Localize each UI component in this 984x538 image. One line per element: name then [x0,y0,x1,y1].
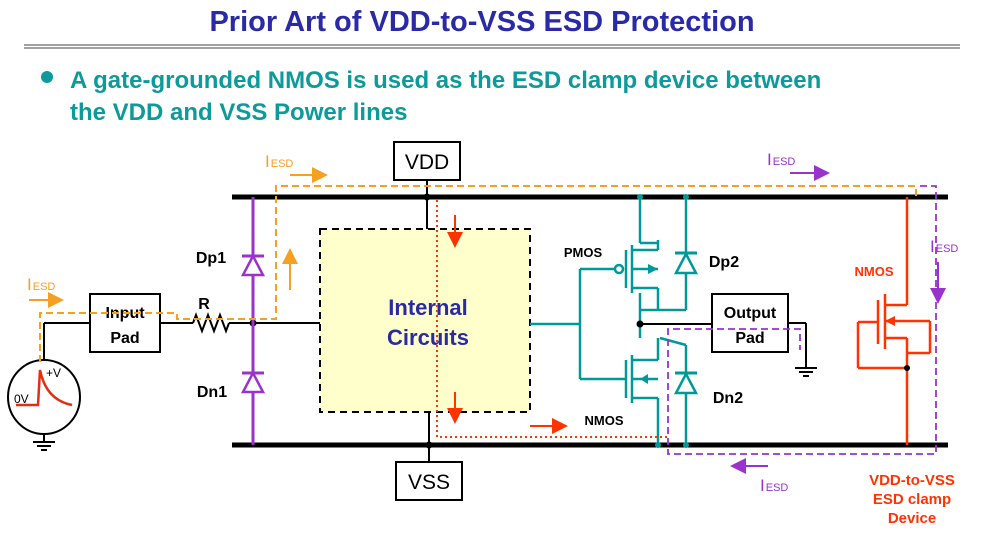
pmos-label: PMOS [564,245,603,260]
output-pad-label-1: Output [724,305,777,322]
internal-circuits-label-1: Internal [388,295,467,320]
vss-label: VSS [408,471,450,494]
iesd-label-3: IESD [767,150,795,169]
iesd-label-5: IESD [760,476,788,495]
clamp-caption-3: Device [888,510,936,527]
dn2-label: Dn2 [713,390,743,407]
iesd-label-4: IESD [930,237,958,256]
pmos-arrow [648,264,658,274]
dp2-diode [673,251,699,275]
output-pad [711,293,789,353]
nmos-clamp-label: NMOS [855,264,894,279]
output-pad-label-2: Pad [735,330,764,347]
bullet-line-1: A gate-grounded NMOS is used as the ESD … [70,67,821,94]
clamp-caption-1: VDD-to-VSS [869,472,955,489]
dp1-label: Dp1 [196,250,226,267]
clamp-arrow [885,316,895,326]
dp2-label: Dp2 [709,254,739,271]
plus-v-label: +V [46,366,61,380]
dn1-label: Dn1 [197,384,227,401]
zero-v-label: 0V [14,392,29,406]
esd-path-internal [436,200,668,438]
resistor-r [192,312,230,334]
esd-path-input [39,185,917,362]
clamp-caption-2: ESD clamp [873,491,951,508]
dp1-diode [240,253,266,277]
esd-path-clamp [667,185,937,455]
resistor-label: R [198,296,210,313]
bullet-dot [41,71,53,83]
internal-circuits-label-2: Circuits [387,325,469,350]
dn2-diode [673,371,699,395]
iesd-label-1: IESD [265,152,293,171]
esd-pulse-waveform [16,369,73,407]
page-title: Prior Art of VDD-to-VSS ESD Protection [209,6,754,38]
dn1-diode [240,370,266,394]
nmos-arrow [640,374,648,384]
output-inverter [530,197,688,445]
vss-box [395,461,463,501]
bullet-line-2: the VDD and VSS Power lines [70,99,407,126]
input-pad-label-2: Pad [110,330,139,347]
iesd-label-2: IESD [27,275,55,294]
internal-circuits-box [319,228,531,413]
nmos-inverter-label: NMOS [585,413,624,428]
vdd-label: VDD [405,151,449,174]
vdd-box [393,141,461,181]
